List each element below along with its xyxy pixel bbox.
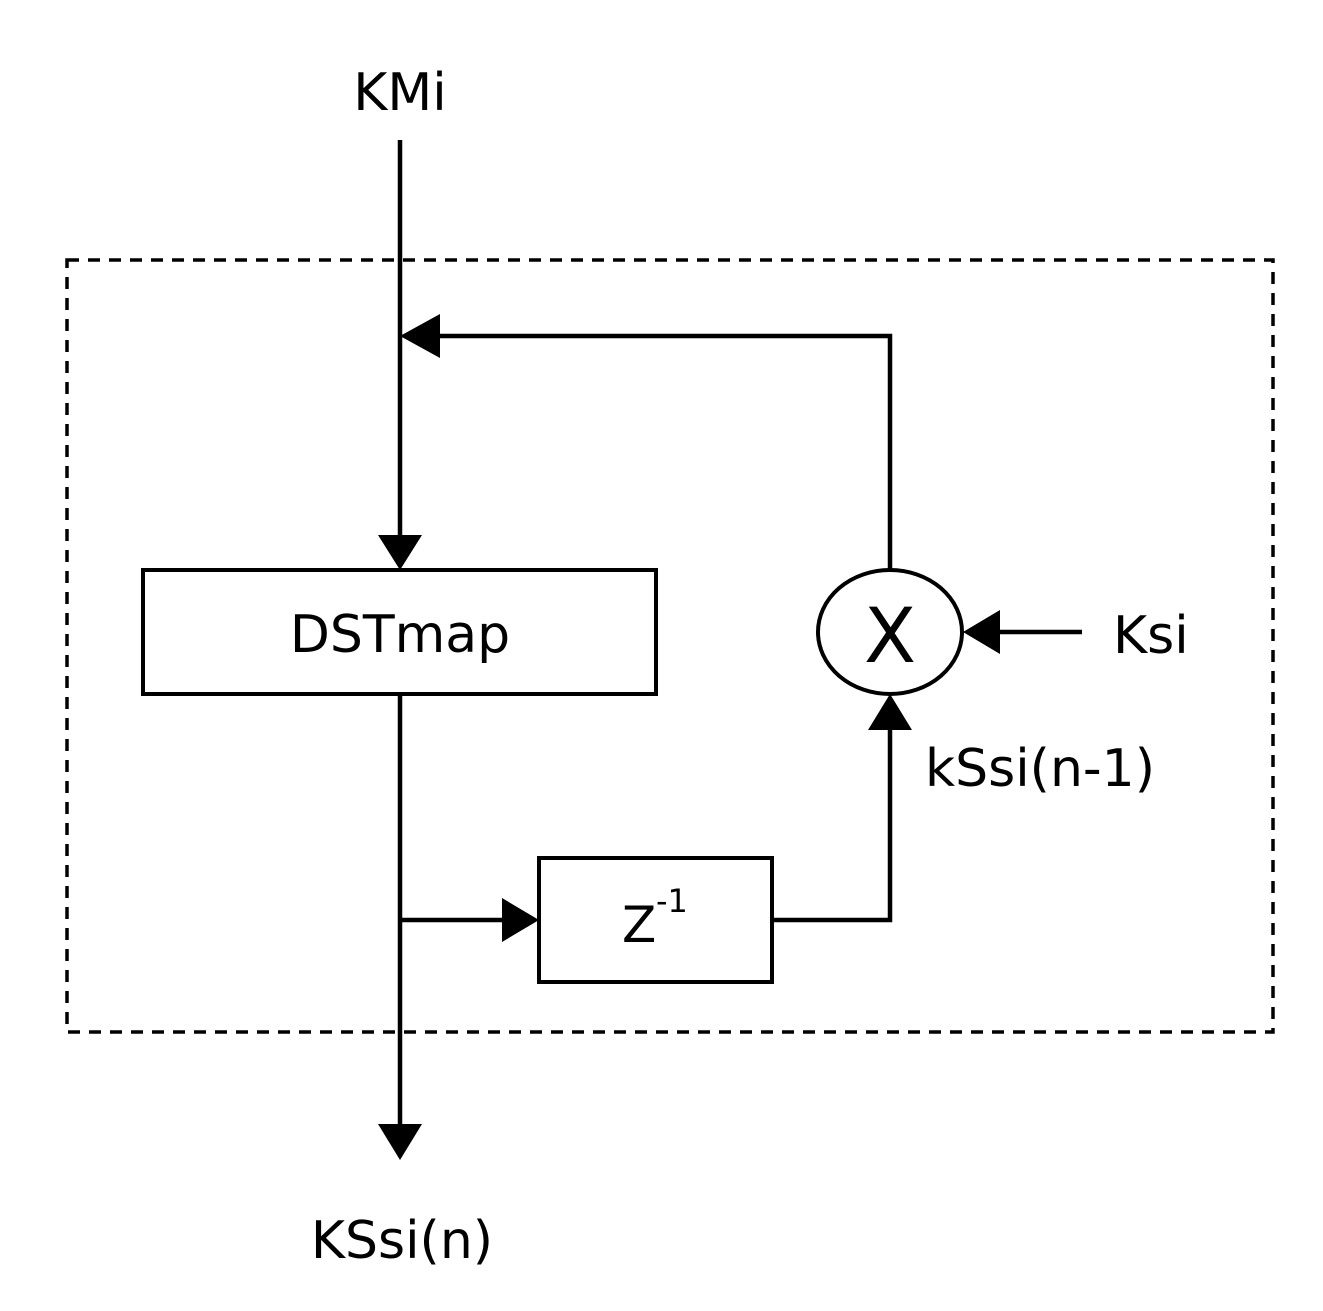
feedback-label: kSsi(n-1) <box>925 739 1155 799</box>
arrowhead-into-dstmap <box>378 535 422 570</box>
arrowhead-feedback <box>400 314 440 358</box>
output-label: KSsi(n) <box>311 1211 493 1271</box>
delay-base: Z <box>622 896 656 954</box>
delay-to-multiplier-line <box>772 725 893 923</box>
arrowhead-output <box>378 1124 422 1160</box>
dashed-boundary <box>65 258 1275 1034</box>
feedback-line <box>432 333 893 570</box>
input-label: KMi <box>353 63 446 123</box>
delay-exponent: -1 <box>656 882 688 920</box>
multiplier-node: X <box>816 568 964 696</box>
dstmap-label: DSTmap <box>290 605 510 665</box>
arrowhead-into-multiplier-bottom <box>868 694 912 730</box>
arrowhead-into-delay <box>502 898 539 942</box>
delay-label: Z <box>622 896 656 954</box>
multiplier-symbol: X <box>864 591 916 680</box>
delay-block: Z -1 <box>537 856 774 984</box>
dstmap-block: DSTmap <box>141 568 658 696</box>
side-input-label: Ksi <box>1113 606 1189 666</box>
arrowhead-into-multiplier-right <box>963 610 1000 654</box>
